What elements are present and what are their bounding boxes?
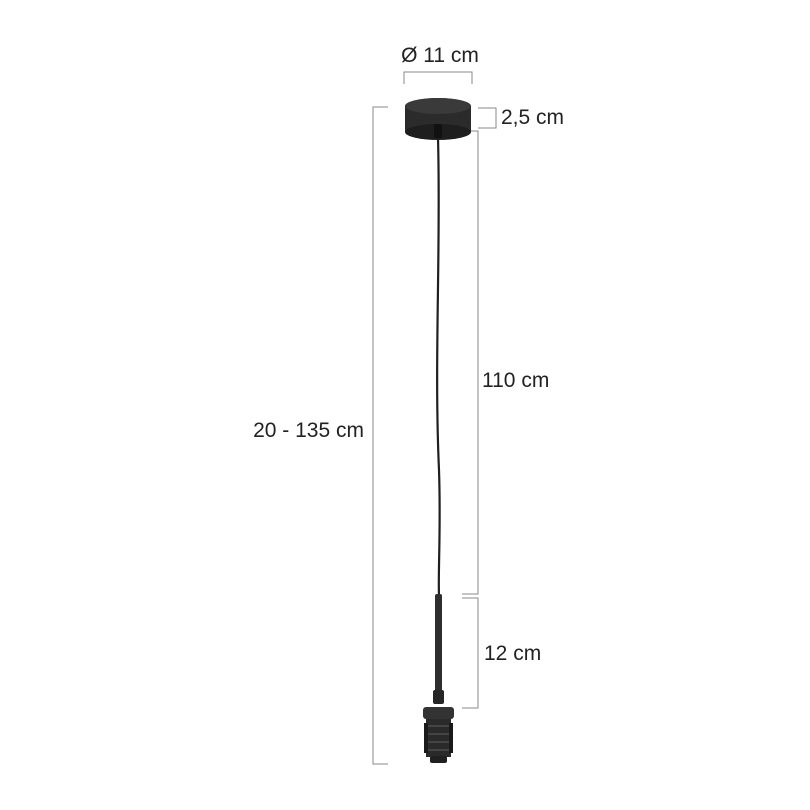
cable-rod xyxy=(435,594,442,694)
lamp-socket xyxy=(423,707,454,763)
pendant-lamp xyxy=(405,98,471,763)
suspension-cable xyxy=(436,137,441,597)
total-height-label: 20 - 135 cm xyxy=(253,419,364,442)
socket-length-label: 12 cm xyxy=(484,642,541,665)
cable-length-bracket xyxy=(462,130,479,595)
cable-length-label: 110 cm xyxy=(482,369,549,392)
canopy-height-label: 2,5 cm xyxy=(501,106,564,129)
ceiling-canopy xyxy=(405,98,471,140)
socket-length-bracket xyxy=(462,597,479,709)
dimension-brackets xyxy=(372,71,497,765)
canopy-height-bracket xyxy=(478,107,497,129)
dimension-labels: Ø 11 cm 2,5 cm 110 cm 12 cm 20 - 135 cm xyxy=(253,44,564,665)
canopy-diameter-label: Ø 11 cm xyxy=(401,44,479,67)
diameter-bracket xyxy=(403,71,473,84)
total-height-bracket xyxy=(372,106,388,765)
